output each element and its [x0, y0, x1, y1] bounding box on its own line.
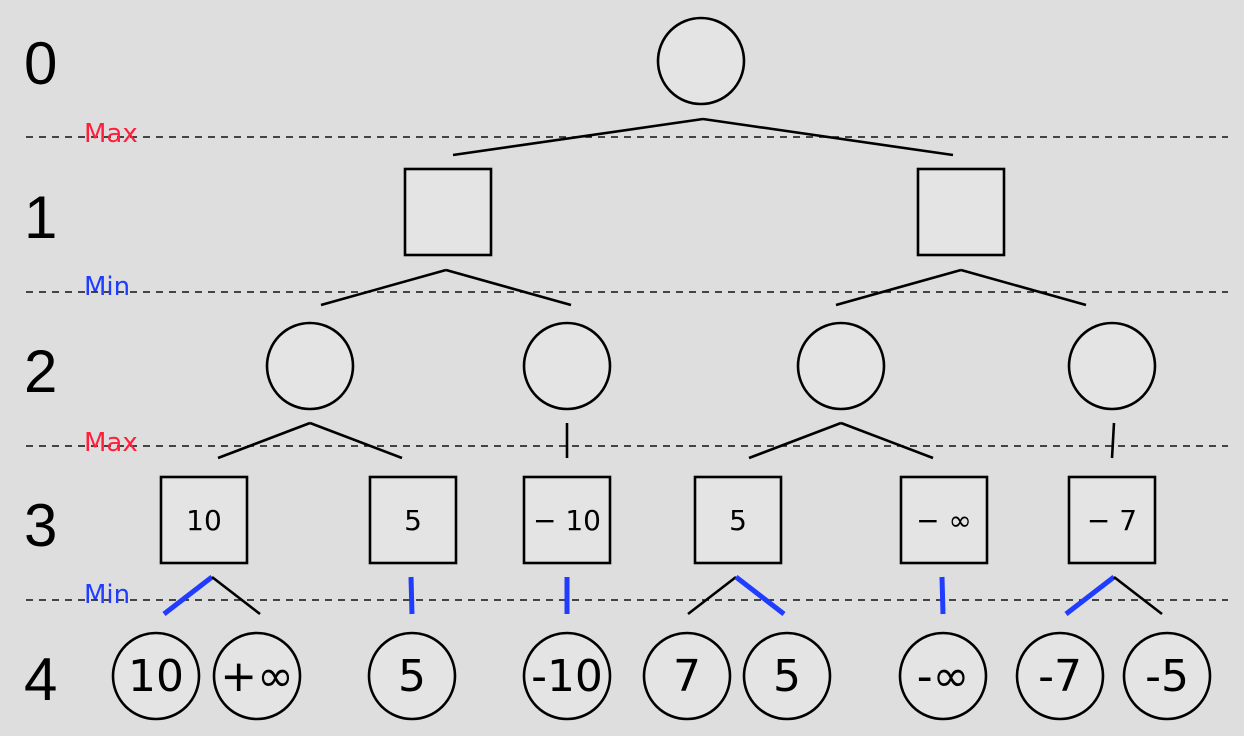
max-node: -10 — [522, 631, 612, 721]
selected-edge — [1064, 575, 1116, 616]
tree-edge — [1113, 575, 1163, 616]
tree-edge — [840, 421, 934, 460]
max-node: 5 — [367, 631, 457, 721]
tree-edge — [452, 117, 704, 157]
circle-node-shape — [367, 631, 457, 721]
circle-node-shape — [642, 631, 732, 721]
depth-labels: 0 1 2 3 4 — [24, 30, 57, 713]
tree-edge — [211, 575, 261, 616]
circle-node-shape — [522, 631, 612, 721]
circle-node-shape — [265, 321, 355, 411]
circle-node-shape — [1122, 631, 1212, 721]
node-value: 5 — [773, 651, 801, 702]
selected-edge — [734, 575, 786, 616]
square-node-shape — [159, 475, 249, 565]
circle-node-shape — [796, 321, 886, 411]
tree-edge — [835, 268, 962, 307]
max-node — [522, 321, 612, 411]
node-value: 5 — [404, 504, 422, 537]
node-value: 5 — [729, 504, 747, 537]
max-node: 7 — [642, 631, 732, 721]
max-node: 5 — [742, 631, 832, 721]
tree-edge — [320, 268, 447, 307]
max-node — [1067, 321, 1157, 411]
tree-edge — [702, 117, 954, 157]
tree-edge — [309, 421, 403, 460]
min-node — [403, 167, 493, 257]
max-node — [656, 16, 746, 106]
square-node-shape — [916, 167, 1006, 257]
circle-node-shape — [212, 631, 302, 721]
node-value: − 10 — [533, 504, 601, 537]
layer-label-max: Max — [84, 119, 138, 149]
circle-node-shape — [742, 631, 832, 721]
square-node-shape — [899, 475, 989, 565]
square-node-shape — [522, 475, 612, 565]
min-node: − ∞ — [899, 475, 989, 565]
depth-label: 0 — [24, 30, 57, 97]
square-node-shape — [368, 475, 458, 565]
max-node: -5 — [1122, 631, 1212, 721]
min-node — [916, 167, 1006, 257]
tree-edge — [960, 268, 1087, 307]
min-node: − 7 — [1067, 475, 1157, 565]
node-value: -5 — [1145, 651, 1189, 702]
selected-edge — [408, 576, 415, 615]
tree-nodes: 10 5 − 10 5 − ∞ − 7 10 +∞ 5 -10 7 5 -∞ -7 -5 — [111, 16, 1212, 721]
min-node: 10 — [159, 475, 249, 565]
node-value: +∞ — [220, 651, 294, 702]
tree-edge — [748, 421, 842, 460]
tree-edge — [687, 575, 737, 616]
circle-node-shape — [522, 321, 612, 411]
min-node: 5 — [693, 475, 783, 565]
square-node-shape — [693, 475, 783, 565]
circle-node-shape — [111, 631, 201, 721]
depth-label: 3 — [24, 492, 57, 559]
selected-edge — [939, 576, 946, 615]
layer-label-min: Min — [84, 272, 130, 302]
node-value: 7 — [673, 651, 701, 702]
selected-edge — [162, 575, 214, 616]
max-node: +∞ — [212, 631, 302, 721]
max-node — [265, 321, 355, 411]
depth-label: 4 — [24, 646, 57, 713]
node-value: − ∞ — [916, 504, 972, 537]
min-node: − 10 — [522, 475, 612, 565]
depth-label: 1 — [24, 184, 57, 251]
node-value: -∞ — [917, 651, 970, 702]
layer-dividers — [26, 136, 1228, 601]
node-value: 10 — [186, 504, 222, 537]
node-value: -10 — [531, 651, 603, 702]
node-value: 5 — [398, 651, 426, 702]
max-node: 10 — [111, 631, 201, 721]
circle-node-shape — [898, 631, 988, 721]
max-node: -∞ — [898, 631, 988, 721]
circle-node-shape — [1015, 631, 1105, 721]
tree-edge — [445, 268, 572, 307]
node-value: -7 — [1038, 651, 1082, 702]
layer-label-max: Max — [84, 428, 138, 458]
max-node: -7 — [1015, 631, 1105, 721]
layer-label-min: Min — [84, 580, 130, 610]
tree-edges — [162, 117, 1163, 616]
square-node-shape — [403, 167, 493, 257]
tree-edge — [217, 421, 311, 460]
tree-edge — [1110, 422, 1116, 459]
node-value: − 7 — [1087, 504, 1137, 537]
max-node — [796, 321, 886, 411]
node-value: 10 — [128, 651, 184, 702]
min-node: 5 — [368, 475, 458, 565]
circle-node-shape — [1067, 321, 1157, 411]
circle-node-shape — [656, 16, 746, 106]
depth-label: 2 — [24, 338, 57, 405]
square-node-shape — [1067, 475, 1157, 565]
